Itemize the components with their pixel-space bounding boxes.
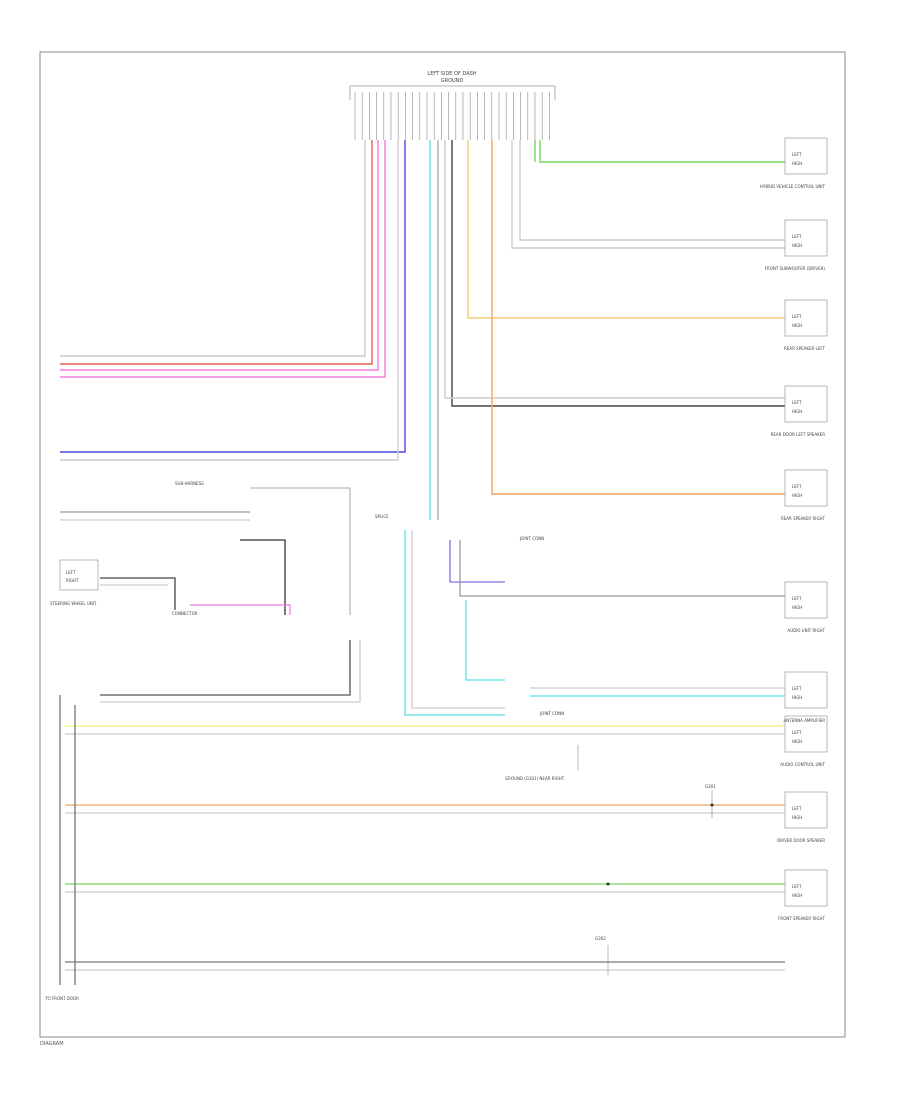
left-horn-pin-1: LEFT <box>66 570 76 575</box>
component-box <box>784 671 828 709</box>
connector-1-label: SUB-HARNESS <box>175 481 204 486</box>
component-pin-label: LEFT <box>792 686 802 691</box>
splice-label-2: JOINT CONN <box>519 536 544 541</box>
lower-wires <box>59 487 785 985</box>
component-title: FRONT SPEAKER RIGHT <box>778 916 825 921</box>
component-box <box>784 137 828 175</box>
component-pin-label: HIGH <box>792 815 802 820</box>
component-pin-label: LEFT <box>792 314 802 319</box>
component-pin-label: LEFT <box>792 152 802 157</box>
header-wires <box>60 140 785 520</box>
component-title: FRONT SUBWOOFER (DRIVER) <box>765 266 826 271</box>
component-pin-label: LEFT <box>792 400 802 405</box>
component-title: ANTENNA AMPLIFIER <box>784 718 826 723</box>
component-title: DRIVER DOOR SPEAKER <box>777 838 825 843</box>
component-box <box>784 715 828 753</box>
component-pin-label: HIGH <box>792 739 802 744</box>
component-pin-label: HIGH <box>792 893 802 898</box>
component-pin-label: LEFT <box>792 730 802 735</box>
component-pin-label: HIGH <box>792 323 802 328</box>
footer-id: DIAGRAM <box>40 1041 64 1047</box>
left-horn-pin-2: RIGHT <box>66 578 79 583</box>
ground-point-2: G302 <box>595 936 606 941</box>
component-pin-label: HIGH <box>792 493 802 498</box>
header-title: LEFT SIDE OF DASH <box>427 71 476 77</box>
component-title: REAR DOOR LEFT SPEAKER <box>771 432 826 437</box>
component-box <box>784 869 828 907</box>
component-unit-d: LEFT HIGH REAR DOOR LEFT SPEAKER <box>771 385 828 437</box>
component-unit-j: LEFT HIGH FRONT SPEAKER RIGHT <box>778 869 828 921</box>
component-box <box>784 299 828 337</box>
component-pin-label: HIGH <box>792 695 802 700</box>
component-box <box>784 385 828 423</box>
component-title: REAR SPEAKER RIGHT <box>781 516 826 521</box>
connector-2-label: CONNECTOR <box>172 611 198 616</box>
splice-label-1: SPLICE <box>375 514 389 519</box>
right-components: LEFT HIGH HYBRID VEHICLE CONTROL UNIT LEFT H… <box>760 137 828 921</box>
component-unit-h: LEFT HIGH AUDIO CONTROL UNIT <box>780 715 828 767</box>
header-subtitle: GROUND <box>441 78 464 84</box>
component-pin-label: LEFT <box>792 484 802 489</box>
component-pin-label: HIGH <box>792 161 802 166</box>
component-box <box>784 581 828 619</box>
left-horn-title: STEERING WHEEL UNIT <box>50 601 97 606</box>
component-pin-label: LEFT <box>792 596 802 601</box>
component-title: AUDIO CONTROL UNIT <box>780 762 825 767</box>
header-connector: LEFT SIDE OF DASH GROUND <box>349 71 556 140</box>
ground-point-1: G301 <box>705 784 716 789</box>
component-unit-e: LEFT HIGH REAR SPEAKER RIGHT <box>781 469 828 521</box>
component-title: AUDIO UNIT RIGHT <box>787 628 825 633</box>
left-component-horn: STEERING WHEEL UNIT LEFT RIGHT <box>50 559 99 606</box>
component-pin-label: HIGH <box>792 243 802 248</box>
component-pin-label: HIGH <box>792 409 802 414</box>
ground-label: GROUND (G301) NEAR RIGHT <box>505 776 565 781</box>
diagram-frame <box>39 51 846 1038</box>
component-title: REAR SPEAKER LEFT <box>784 346 825 351</box>
component-unit-i: LEFT HIGH DRIVER DOOR SPEAKER <box>777 791 828 843</box>
component-box <box>784 219 828 257</box>
component-pin-label: LEFT <box>792 806 802 811</box>
component-pin-label: LEFT <box>792 884 802 889</box>
component-box <box>784 469 828 507</box>
left-connector-block: SUB-HARNESS CONNECTOR TO FRONT DOOR <box>44 481 204 1001</box>
component-title: HYBRID VEHICLE CONTROL UNIT <box>760 184 826 189</box>
splice-label-3: JOINT CONN <box>539 711 564 716</box>
ground-note-label: TO FRONT DOOR <box>44 996 79 1001</box>
component-unit-c: LEFT HIGH REAR SPEAKER LEFT <box>784 299 828 351</box>
component-pin-label: HIGH <box>792 605 802 610</box>
component-unit-f: LEFT HIGH AUDIO UNIT RIGHT <box>784 581 828 633</box>
component-unit-b: LEFT HIGH FRONT SUBWOOFER (DRIVER) <box>765 219 828 271</box>
component-box <box>784 791 828 829</box>
component-pin-label: LEFT <box>792 234 802 239</box>
component-unit-a: LEFT HIGH HYBRID VEHICLE CONTROL UNIT <box>760 137 828 189</box>
component-unit-g: LEFT HIGH ANTENNA AMPLIFIER <box>784 671 828 723</box>
